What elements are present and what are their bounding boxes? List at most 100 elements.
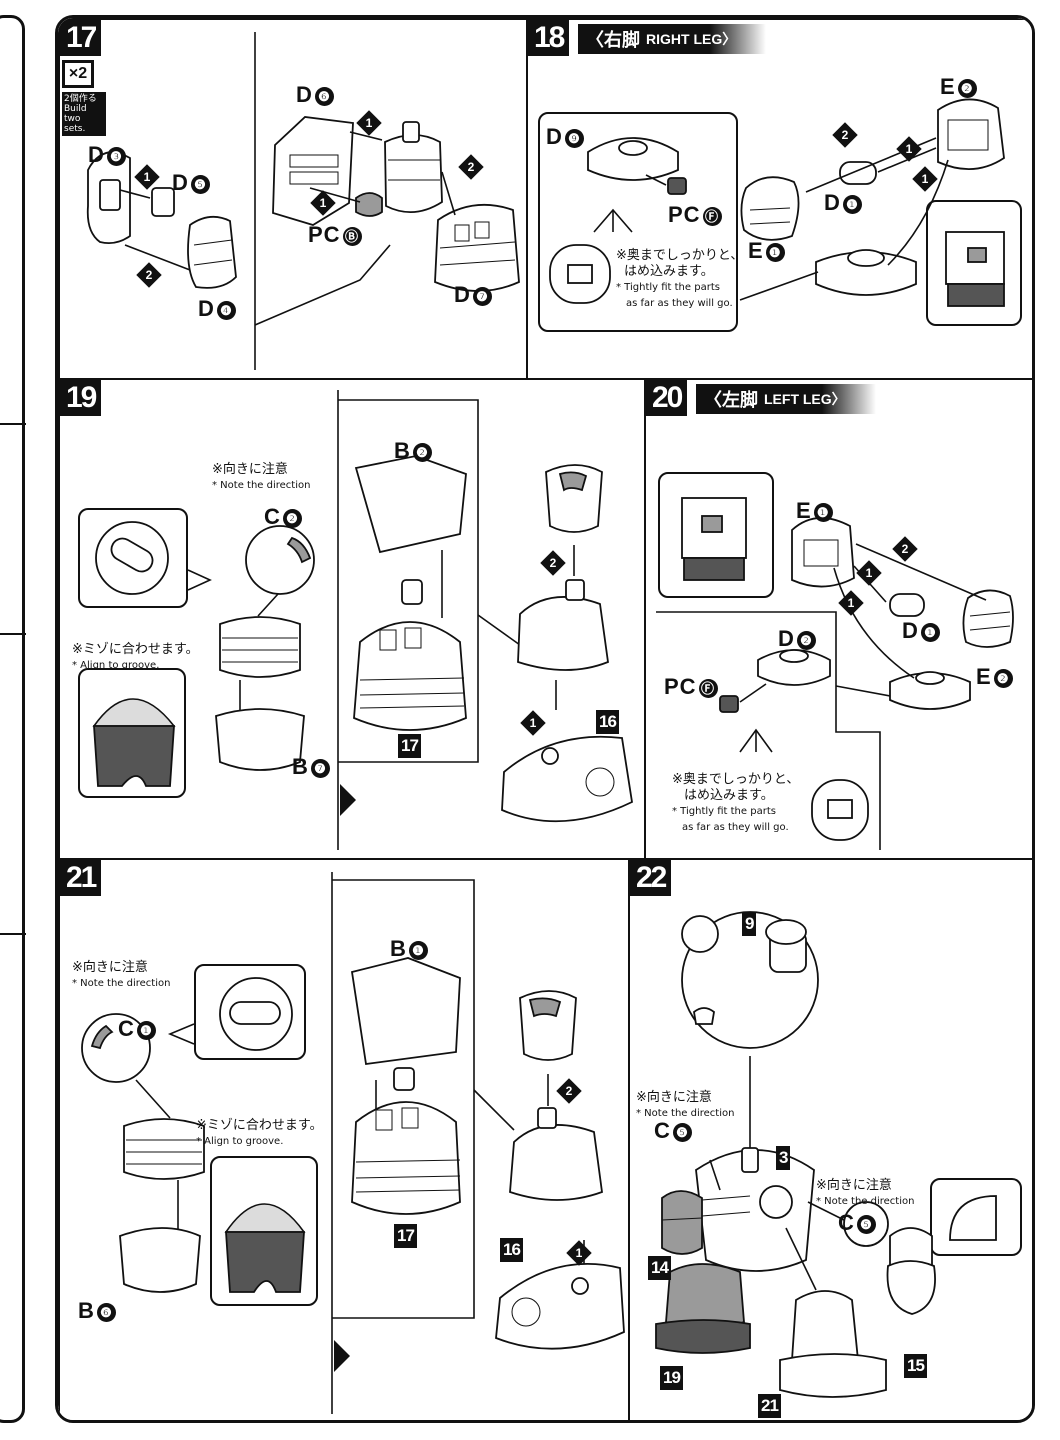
order-marker: 2	[892, 536, 918, 562]
fit-note: ※奥までしっかりと、 はめ込みます。 * Tightly fit the par…	[616, 248, 744, 309]
step-number: 22	[630, 860, 672, 896]
step-17-illustration	[86, 32, 520, 370]
direction-note: ※向きに注意 * Note the direction	[636, 1090, 735, 1119]
step-number: 21	[60, 860, 102, 896]
part-b1	[350, 957, 461, 1066]
part-e1	[791, 517, 855, 588]
step-19-illustration	[92, 390, 633, 850]
part-pc8	[355, 192, 383, 217]
order-marker: 2	[136, 262, 162, 288]
part-base	[889, 672, 971, 710]
ref-part-9: 9	[742, 912, 757, 936]
order-marker: 1	[896, 136, 922, 162]
step-20-illustration	[656, 497, 1014, 850]
part-e2	[937, 98, 1005, 171]
divider	[0, 933, 26, 935]
part-body	[351, 1101, 461, 1215]
instruction-page: 17 ×2 2個作る Build two sets.	[55, 15, 1035, 1423]
part-shell	[509, 1124, 603, 1201]
part-body	[353, 621, 467, 731]
direction-note: ※向きに注意 * Note the direction	[72, 960, 171, 989]
step-number: 19	[60, 380, 102, 416]
order-marker: 1	[838, 590, 864, 616]
part-d2	[757, 649, 831, 686]
part-shell-top	[545, 464, 603, 533]
divider	[0, 423, 26, 425]
step-arrow-icon	[334, 1340, 350, 1372]
part-pcf	[719, 695, 739, 713]
order-marker: 1	[134, 164, 160, 190]
step-arrow-icon	[340, 784, 356, 816]
previous-page-edge	[0, 15, 26, 1423]
ref-step-16: 16	[596, 710, 619, 734]
groove-note: ※ミゾに合わせます。 * Align to groove.	[196, 1118, 323, 1147]
ref-part-3: 3	[776, 1146, 791, 1170]
divider	[0, 633, 26, 635]
part-b6	[119, 1227, 201, 1293]
step-21-illustration	[81, 872, 625, 1414]
ref-part-15: 15	[904, 1354, 927, 1378]
direction-note: ※向きに注意 * Note the direction	[212, 462, 311, 491]
step-number: 20	[646, 380, 688, 416]
ref-step-17: 17	[398, 734, 421, 758]
order-marker: 1	[856, 560, 882, 586]
step-number: 17	[60, 20, 102, 56]
step-18-illustration	[549, 98, 1005, 307]
part-base	[501, 735, 633, 823]
multiplier-badge: ×2	[62, 60, 94, 88]
order-marker: 2	[556, 1078, 582, 1104]
part-d6	[272, 116, 354, 226]
ref-part-14: 14	[648, 1256, 671, 1280]
guide-line	[254, 244, 391, 326]
step-21-panel: 21	[58, 858, 630, 1420]
part-ring	[123, 1118, 205, 1180]
build-two-note: 2個作る Build two sets.	[62, 92, 106, 136]
ref-step-17: 17	[394, 1224, 417, 1248]
direction-note: ※向きに注意 * Note the direction	[816, 1178, 915, 1207]
step-number: 18	[528, 20, 570, 56]
part-e2	[962, 589, 1014, 648]
step-17-panel: 17 ×2 2個作る Build two sets.	[58, 18, 528, 380]
order-marker: 1	[310, 190, 336, 216]
part-d1	[889, 593, 925, 617]
part-d9	[587, 137, 679, 181]
part-b7	[215, 708, 305, 771]
part-barrel	[384, 134, 443, 213]
part-ring	[219, 616, 301, 678]
step-22-illustration	[655, 911, 997, 1398]
part-pcf	[667, 177, 687, 195]
part-base	[495, 1262, 625, 1350]
ref-part-19: 19	[660, 1366, 683, 1390]
order-marker: 1	[520, 710, 546, 736]
groove-note: ※ミゾに合わせます。 * Align to groove.	[72, 642, 199, 671]
part-d5	[151, 187, 175, 217]
part-d7	[434, 203, 520, 292]
order-marker: 1	[912, 166, 938, 192]
step-22-panel: 22	[628, 858, 1032, 1420]
